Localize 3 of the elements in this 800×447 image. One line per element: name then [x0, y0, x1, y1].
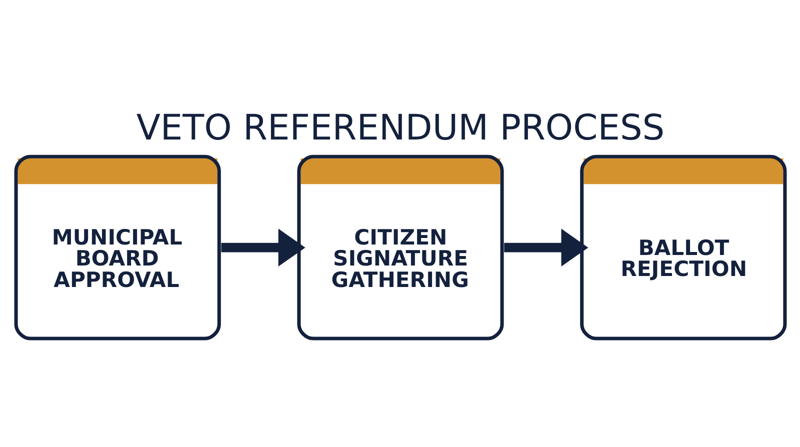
arrow: [220, 228, 305, 266]
diagram-title: VETO REFERENDUM PROCESS: [136, 108, 664, 149]
arrow: [504, 228, 588, 266]
